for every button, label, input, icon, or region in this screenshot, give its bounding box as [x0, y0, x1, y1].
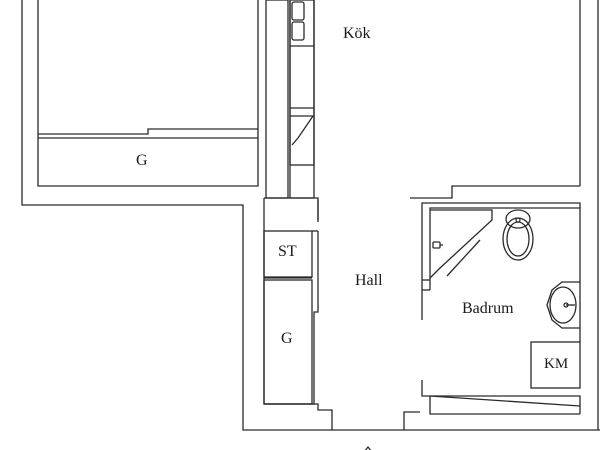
kitchen-counter [265, 0, 315, 199]
entrance-arrow [364, 445, 372, 450]
room-label-storage: ST [278, 243, 297, 260]
room-label-bathroom: Badrum [462, 300, 514, 317]
bedroom-wardrobe [38, 128, 258, 139]
laundry-machine [530, 341, 581, 389]
bedroom-outer-wall [21, 0, 600, 431]
room-label-bedroom-wardrobe: G [136, 152, 148, 169]
room-label-laundry: KM [544, 356, 569, 372]
kitchen-walls [313, 0, 599, 430]
room-label-hall: Hall [355, 272, 383, 289]
toilet [502, 209, 534, 261]
room-label-kitchen: Kök [343, 25, 371, 42]
sink [546, 281, 580, 329]
bathroom-walls [421, 202, 581, 415]
room-label-hall-wardrobe: G [281, 330, 293, 347]
hall-walls [263, 197, 420, 430]
shower-enclosure [429, 209, 493, 279]
